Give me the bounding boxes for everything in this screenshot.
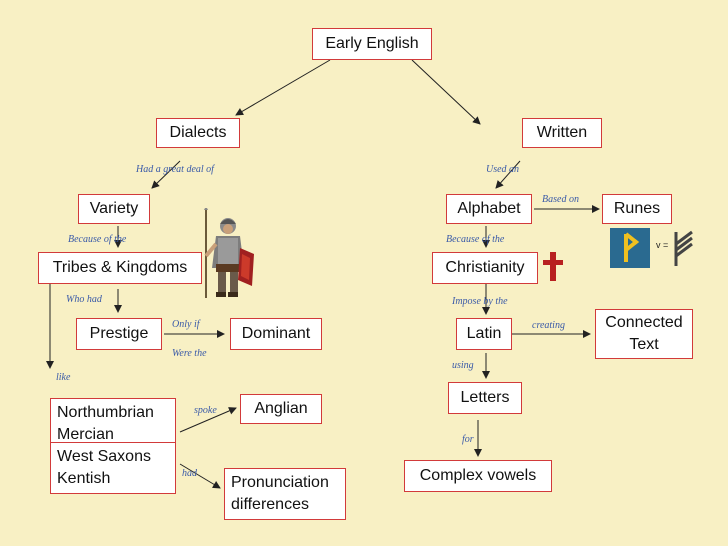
node-prestige[interactable]: Prestige	[76, 318, 162, 350]
link-spoke: spoke	[194, 405, 217, 416]
link-had: had	[182, 468, 197, 479]
node-connected-text[interactable]: Connected Text	[595, 309, 693, 359]
dialect-west-saxons: West Saxons	[57, 448, 151, 465]
link-who-had: Who had	[66, 294, 102, 305]
rune-stroke-icon	[674, 230, 693, 266]
node-pronunciation[interactable]: Pronunciation differences	[224, 468, 346, 520]
node-letters[interactable]: Letters	[448, 382, 522, 414]
node-tribes-kingdoms[interactable]: Tribes & Kingdoms	[38, 252, 202, 284]
cross-icon	[543, 252, 563, 281]
node-christianity[interactable]: Christianity	[432, 252, 538, 284]
edge-dialects-variety	[151, 160, 181, 189]
node-dialects[interactable]: Dialects	[156, 118, 240, 148]
link-like: like	[56, 372, 71, 383]
node-alphabet[interactable]: Alphabet	[446, 194, 532, 224]
rune-image: v =	[610, 228, 696, 268]
edge-early-written	[411, 59, 481, 125]
dialect-northumbrian: Northumbrian	[57, 404, 154, 421]
edge-list-anglian	[179, 407, 237, 433]
node-early-english[interactable]: Early English	[312, 28, 432, 60]
node-latin[interactable]: Latin	[456, 318, 512, 350]
node-complex-vowels[interactable]: Complex vowels	[404, 460, 552, 492]
link-for: for	[462, 434, 474, 445]
link-creating: creating	[532, 320, 565, 331]
dialect-mercian: Mercian	[57, 426, 114, 443]
link-impose-by: Impose by the	[452, 296, 508, 307]
link-only-if: Only if	[172, 319, 200, 330]
edge-early-dialects	[235, 59, 331, 116]
node-dominant[interactable]: Dominant	[230, 318, 322, 350]
dialect-list-divider	[50, 442, 176, 443]
link-used-an: Used an	[486, 164, 520, 175]
link-had-great-deal: Had a great deal of	[136, 164, 214, 175]
link-because-of-left: Because of the	[68, 234, 127, 245]
node-dialect-list[interactable]: Northumbrian Mercian West Saxons Kentish	[50, 398, 176, 494]
warrior-illustration	[204, 208, 254, 298]
node-variety[interactable]: Variety	[78, 194, 150, 224]
link-using: using	[452, 360, 474, 371]
rune-w-icon	[610, 228, 650, 268]
link-were-the: Were the	[172, 348, 207, 359]
edge-written-alphabet	[495, 160, 521, 189]
node-written[interactable]: Written	[522, 118, 602, 148]
link-based-on: Based on	[542, 194, 579, 205]
rune-equals: v =	[656, 240, 669, 250]
link-because-of-right: Because of the	[446, 234, 505, 245]
node-runes[interactable]: Runes	[602, 194, 672, 224]
node-anglian[interactable]: Anglian	[240, 394, 322, 424]
dialect-kentish: Kentish	[57, 470, 111, 487]
edge-list-pronunciation	[179, 463, 221, 489]
